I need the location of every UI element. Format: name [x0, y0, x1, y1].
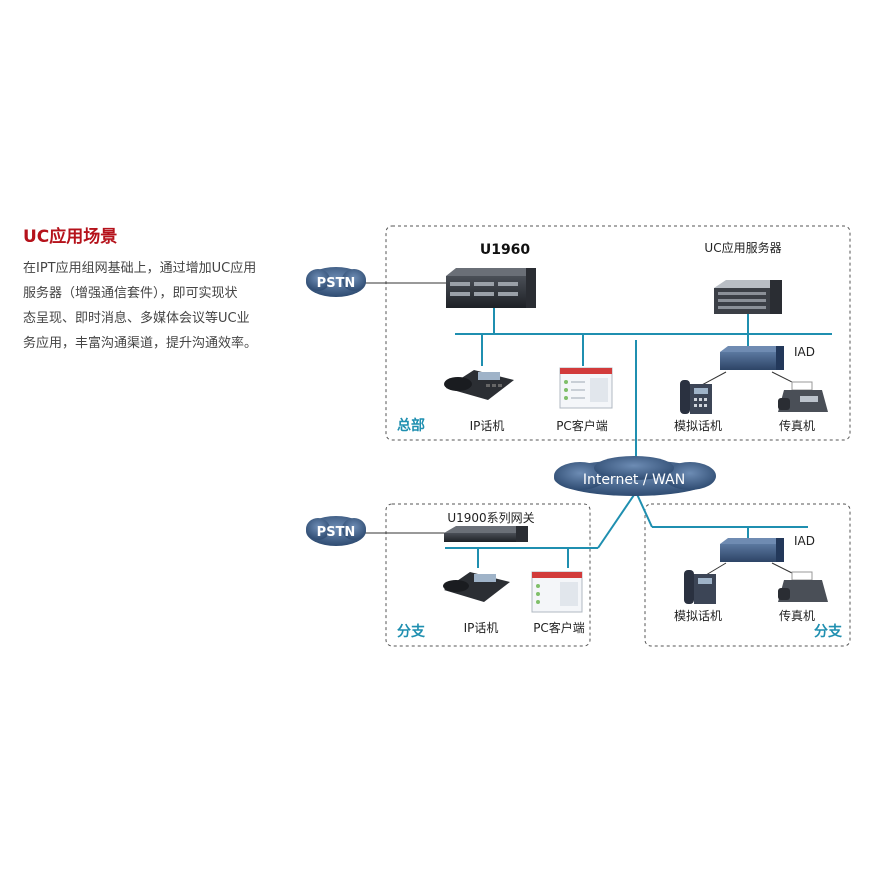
description-line: 务应用，丰富沟通渠道，提升沟通效率。	[23, 336, 258, 351]
section-description: 在IPT应用组网基础上，通过增加UC应用 服务器（增强通信套件），即可实现状 态…	[23, 256, 293, 356]
description-line: 在IPT应用组网基础上，通过增加UC应用	[23, 261, 257, 276]
branch2-analog-phone-icon	[684, 570, 716, 604]
hq-fax-icon	[778, 381, 828, 412]
branch2-fax-label: 传真机	[779, 608, 815, 623]
hq-network-links	[455, 308, 832, 462]
hq-analog-phone-label: 模拟话机	[674, 419, 722, 433]
branch1-pstn-label: PSTN	[317, 525, 356, 540]
u1960-device-icon	[446, 268, 536, 308]
branch2-site-box	[644, 503, 851, 647]
branch2-iad-icon	[720, 538, 784, 562]
branch2-site-label: 分支	[814, 623, 843, 640]
uc-server-icon	[714, 280, 782, 314]
wan-cloud: Internet / WAN	[554, 456, 716, 496]
branch2-iad-label: IAD	[794, 534, 815, 548]
hq-pstn-cloud: PSTN	[306, 267, 366, 297]
hq-ip-phone-icon	[444, 370, 514, 400]
u1900-gateway-icon	[444, 526, 528, 542]
description-line: 态呈现、即时消息、多媒体会议等UC业	[23, 311, 250, 326]
hq-iad-icon	[720, 346, 784, 370]
wan-label: Internet / WAN	[583, 472, 685, 488]
branch1-ip-phone-icon	[443, 572, 510, 602]
branch2-analog-phone-label: 模拟话机	[674, 609, 722, 623]
hq-analog-phone-icon	[680, 380, 712, 414]
uc-server-label: UC应用服务器	[704, 240, 781, 255]
branch1-site-box	[385, 503, 591, 647]
hq-pc-client-icon	[559, 367, 613, 409]
branch1-pc-client-icon	[531, 571, 583, 613]
branch1-site-label: 分支	[397, 623, 426, 640]
wan-links	[445, 491, 808, 568]
hq-pstn-label: PSTN	[317, 276, 356, 291]
hq-pc-client-label: PC客户端	[556, 418, 608, 433]
u1960-label: U1960	[480, 242, 531, 258]
hq-fax-label: 传真机	[779, 418, 815, 433]
branch1-pstn-cloud: PSTN	[306, 516, 366, 546]
u1900-gateway-label: U1900系列网关	[447, 511, 534, 525]
branch2-fax-icon	[778, 571, 828, 602]
section-title: UC应用场景	[23, 227, 118, 247]
hq-site-label: 总部	[397, 417, 425, 434]
hq-iad-links	[699, 371, 801, 387]
hq-ip-phone-label: IP话机	[470, 419, 505, 433]
branch1-pc-client-label: PC客户端	[533, 620, 585, 635]
description-line: 服务器（增强通信套件），即可实现状	[23, 286, 238, 301]
hq-iad-label: IAD	[794, 345, 815, 359]
branch1-ip-phone-label: IP话机	[464, 621, 499, 635]
